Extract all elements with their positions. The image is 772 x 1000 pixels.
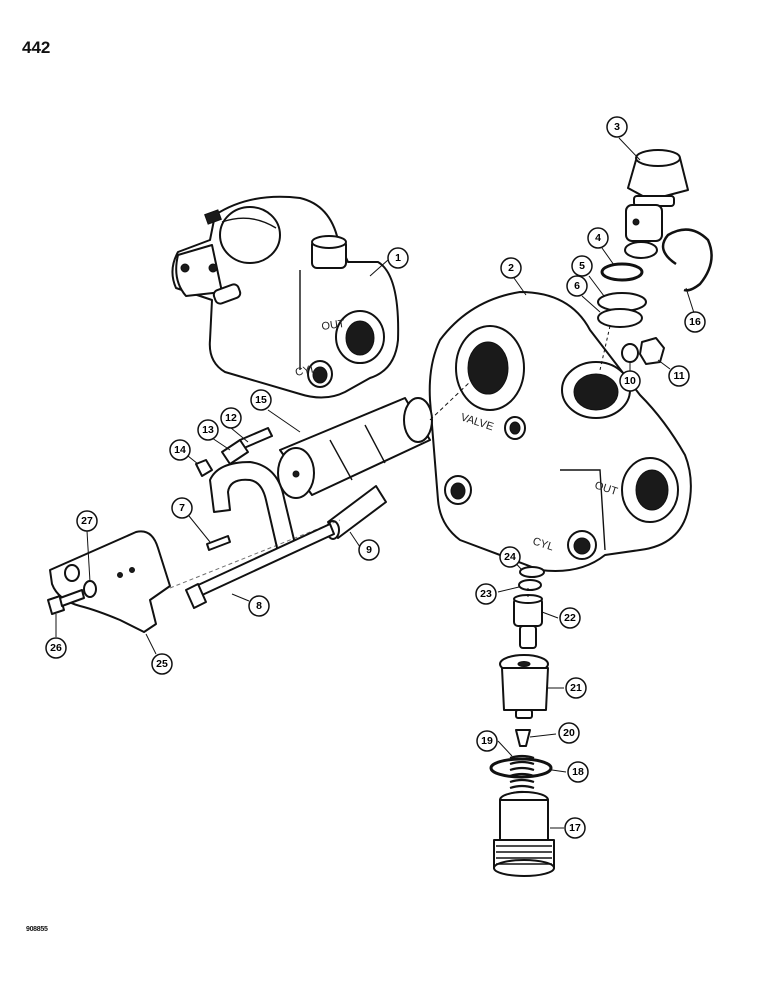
part-18-spring [509, 754, 535, 796]
part-19-o-ring [489, 757, 553, 779]
part-14-nut [195, 459, 213, 477]
callout-13: 13 [197, 419, 219, 441]
part-10-washer [621, 343, 639, 363]
callout-9-label: 9 [366, 544, 372, 556]
callout-24: 24 [499, 546, 521, 568]
callout-4-label: 4 [595, 232, 601, 244]
illustration-code: 908855 [26, 926, 48, 933]
callout-25: 25 [151, 653, 173, 675]
part-9-sleeve [326, 485, 387, 540]
callout-6-label: 6 [574, 280, 580, 292]
callout-20-label: 20 [563, 727, 575, 739]
callout-15-label: 15 [255, 394, 267, 406]
part-1-out-label: OUT [321, 318, 346, 333]
callout-11-label: 11 [673, 370, 684, 382]
part-22-poppet [513, 594, 543, 649]
callout-19-label: 19 [481, 735, 493, 747]
part-16-snap-ring [661, 228, 713, 292]
callout-8-label: 8 [256, 600, 262, 612]
part-20-poppet-tip [515, 729, 531, 747]
part-6-ring [597, 308, 643, 328]
callout-13-label: 13 [202, 424, 214, 436]
callout-12-label: 12 [225, 412, 237, 424]
callout-6: 6 [566, 275, 588, 297]
part-24-ring [519, 566, 545, 578]
callout-16: 16 [684, 311, 706, 333]
callout-8: 8 [248, 595, 270, 617]
callout-2-label: 2 [508, 262, 514, 274]
part-17-plug [493, 791, 555, 877]
callout-18-label: 18 [572, 766, 584, 778]
callout-1-label: 1 [395, 252, 401, 264]
callout-5-label: 5 [579, 260, 585, 272]
callout-10: 10 [619, 370, 641, 392]
part-8-bolt-bracket [185, 461, 335, 609]
callout-5: 5 [571, 255, 593, 277]
callout-1: 1 [387, 247, 409, 269]
callout-22-label: 22 [564, 612, 576, 624]
callout-12: 12 [220, 407, 242, 429]
part-1-cyl-label: CYL [294, 363, 317, 379]
part-3-plug [624, 149, 689, 259]
callout-20: 20 [558, 722, 580, 744]
callout-3-label: 3 [614, 121, 620, 133]
callout-14: 14 [169, 439, 191, 461]
part-21-sleeve [499, 654, 549, 719]
callout-14-label: 14 [174, 444, 186, 456]
part-27-washer [83, 580, 97, 598]
part-1-valve-assembly: OUT CYL [171, 195, 400, 399]
callout-24-label: 24 [504, 551, 516, 563]
callout-2: 2 [500, 257, 522, 279]
callout-15: 15 [250, 389, 272, 411]
callout-21: 21 [565, 677, 587, 699]
callout-17-label: 17 [569, 822, 581, 834]
callout-18: 18 [567, 761, 589, 783]
part-7-roll-pin [206, 535, 231, 551]
callout-27: 27 [76, 510, 98, 532]
callout-10-label: 10 [624, 375, 636, 387]
callout-26-label: 26 [50, 642, 62, 654]
part-15-spool [277, 397, 433, 499]
callout-23: 23 [475, 583, 497, 605]
callout-4: 4 [587, 227, 609, 249]
part-13-clip [221, 439, 249, 465]
page-number: 442 [22, 38, 51, 57]
callout-22: 22 [559, 607, 581, 629]
part-26-bolt [47, 589, 85, 615]
callout-3: 3 [606, 116, 628, 138]
part-23-ring [518, 579, 542, 591]
part-25-bracket-plate [49, 530, 171, 633]
callout-21-label: 21 [570, 682, 582, 694]
part-11-nut [639, 337, 665, 365]
callout-27-label: 27 [81, 515, 93, 527]
callout-7: 7 [171, 497, 193, 519]
callout-19: 19 [476, 730, 498, 752]
callout-25-label: 25 [156, 658, 168, 670]
part-12-screw [239, 427, 273, 449]
callout-16-label: 16 [689, 316, 701, 328]
callout-26: 26 [45, 637, 67, 659]
part-2-valve-body: VALVE OUT CYL [428, 291, 692, 572]
callout-7-label: 7 [179, 502, 185, 514]
callout-23-label: 23 [480, 588, 492, 600]
callout-17: 17 [564, 817, 586, 839]
callout-9: 9 [358, 539, 380, 561]
callout-11: 11 [668, 365, 690, 387]
part-4-o-ring [600, 262, 644, 282]
